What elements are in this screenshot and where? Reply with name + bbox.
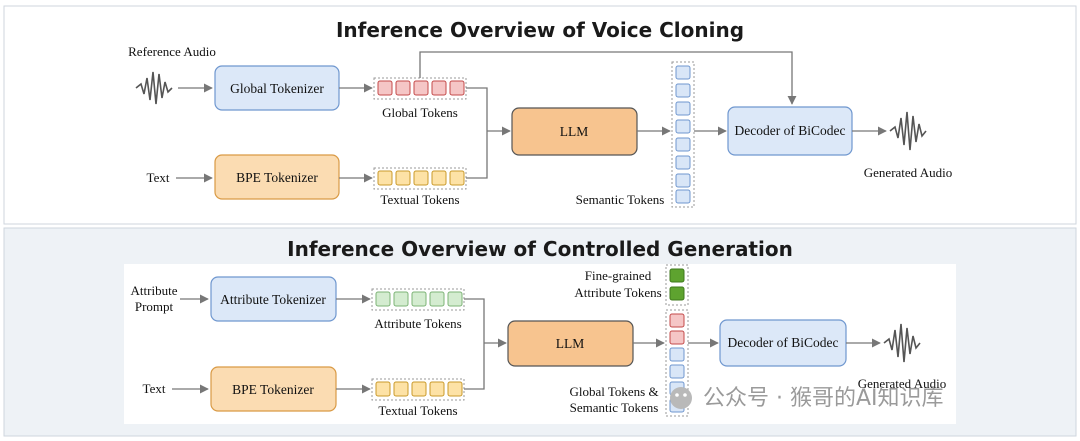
watermark: 公众号 · 猴哥的AI知识库 [670, 386, 944, 411]
global-semantic-label-line2: Semantic Tokens [570, 400, 659, 415]
global-semantic-tokens-column [665, 309, 689, 417]
decoder-label-2: Decoder of BiCodec [728, 335, 839, 350]
llm-label: LLM [560, 124, 589, 139]
global-tokens-label: Global Tokens [382, 105, 458, 120]
fine-grained-label-line2: Attribute Tokens [574, 285, 661, 300]
fine-grained-tokens-column [665, 264, 689, 306]
global-tokenizer-label: Global Tokenizer [230, 81, 324, 96]
waveform-icon [135, 71, 173, 105]
attribute-tokenizer-label: Attribute Tokenizer [220, 292, 326, 307]
generated-audio-label-2: Generated Audio [858, 376, 946, 391]
generated-waveform-icon-2 [883, 323, 921, 363]
attribute-tokens-label: Attribute Tokens [374, 316, 461, 331]
watermark-text: 公众号 · 猴哥的AI知识库 [703, 386, 944, 411]
global-tokens-strip [373, 77, 467, 100]
bpe-tokenizer-box [214, 154, 340, 200]
global-semantic-label-line1: Global Tokens & [569, 384, 658, 399]
textual-tokens-label-2: Textual Tokens [378, 403, 457, 418]
controlled-generation-title: Inference Overview of Controlled Generat… [287, 237, 793, 261]
voice-cloning-title: Inference Overview of Voice Cloning [336, 18, 744, 42]
text-label-2: Text [143, 381, 166, 396]
generated-audio-label: Generated Audio [864, 165, 952, 180]
wechat-icon [670, 387, 692, 409]
fine-grained-label-line1: Fine-grained [585, 268, 652, 283]
attribute-tokens-strip [371, 288, 465, 311]
bpe-tokenizer-label: BPE Tokenizer [236, 170, 318, 185]
textual-tokens-strip [373, 167, 467, 190]
attribute-prompt-label-line1: Attribute [131, 283, 178, 298]
attribute-prompt-label-line2: Prompt [135, 299, 174, 314]
semantic-tokens-column [671, 61, 695, 208]
textual-tokens-strip-2 [371, 378, 465, 401]
llm-label-2: LLM [556, 336, 585, 351]
generated-waveform-icon [889, 111, 927, 151]
reference-audio-label: Reference Audio [128, 44, 216, 59]
textual-tokens-label: Textual Tokens [380, 192, 459, 207]
bpe-tokenizer-label-2: BPE Tokenizer [232, 382, 314, 397]
semantic-tokens-label: Semantic Tokens [576, 192, 665, 207]
text-label: Text [147, 170, 170, 185]
decoder-label: Decoder of BiCodec [735, 123, 846, 138]
